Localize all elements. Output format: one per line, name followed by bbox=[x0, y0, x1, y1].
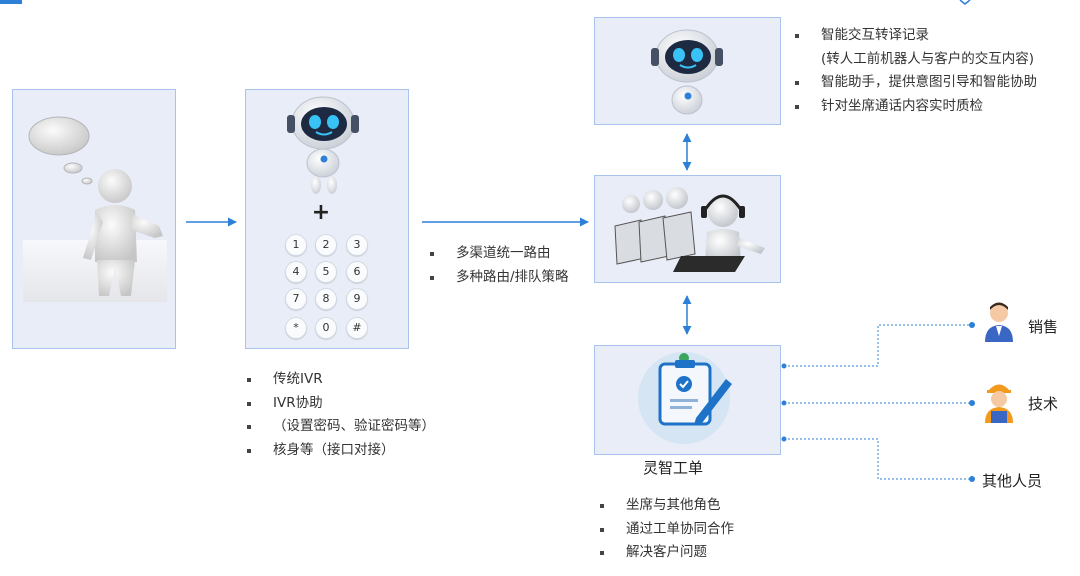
connector-dots bbox=[781, 322, 975, 482]
dial-key-2[interactable]: 2 bbox=[315, 234, 337, 256]
list-item: 传统IVR bbox=[247, 368, 435, 392]
list-item: 多种路由/排队策略 bbox=[430, 266, 569, 290]
list-item: 通过工单协同合作 bbox=[600, 518, 734, 542]
dial-key-1[interactable]: 1 bbox=[285, 234, 307, 256]
list-item: 智能交互转译记录 bbox=[795, 24, 1037, 48]
robot-head-icon bbox=[651, 29, 723, 115]
dial-key-9[interactable]: 9 bbox=[346, 288, 368, 310]
corner-mark bbox=[0, 0, 22, 4]
dial-key-6[interactable]: 6 bbox=[346, 261, 368, 283]
list-item: 坐席与其他角色 bbox=[600, 494, 734, 518]
dial-key-0[interactable]: 0 bbox=[315, 317, 337, 339]
ticket-feature-list: 坐席与其他角色 通过工单协同合作 解决客户问题 bbox=[600, 494, 734, 565]
ticket-box bbox=[594, 345, 781, 455]
agents-box bbox=[594, 175, 781, 283]
role-others: 其他人员 bbox=[982, 472, 1043, 490]
dial-key-star[interactable]: * bbox=[285, 317, 307, 339]
call-center-agents-illustration bbox=[614, 187, 765, 272]
dial-key-8[interactable]: 8 bbox=[315, 288, 337, 310]
routing-feature-list: 多渠道统一路由 多种路由/排队策略 bbox=[430, 242, 569, 289]
list-item: 核身等（接口对接） bbox=[247, 439, 435, 463]
customer-box bbox=[12, 89, 176, 349]
dial-key-3[interactable]: 3 bbox=[346, 234, 368, 256]
ai-assistant-box bbox=[594, 17, 781, 125]
dial-key-7[interactable]: 7 bbox=[285, 288, 307, 310]
dial-key-hash[interactable]: # bbox=[346, 317, 368, 339]
sales-person-icon bbox=[985, 302, 1013, 342]
list-item: IVR协助 bbox=[247, 392, 435, 416]
list-item-continuation: (转人工前机器人与客户的交互内容) bbox=[821, 50, 1035, 67]
role-sales: 销售 bbox=[1028, 318, 1059, 336]
list-item: 解决客户问题 bbox=[600, 541, 734, 565]
corner-chevron-icon bbox=[959, 0, 971, 5]
dial-key-5[interactable]: 5 bbox=[315, 261, 337, 283]
engineer-icon bbox=[985, 384, 1013, 423]
dial-key-4[interactable]: 4 bbox=[285, 261, 307, 283]
list-item: 针对坐席通话内容实时质检 bbox=[795, 95, 1037, 119]
robot-icon bbox=[287, 96, 359, 194]
list-item: 多渠道统一路由 bbox=[430, 242, 569, 266]
ai-feature-list: 智能交互转译记录 (转人工前机器人与客户的交互内容) 智能助手，提供意图引导和智… bbox=[795, 24, 1037, 118]
ivr-feature-list: 传统IVR IVR协助 （设置密码、验证密码等） 核身等（接口对接） bbox=[247, 368, 435, 462]
thinking-person-illustration bbox=[23, 116, 167, 302]
plus-sign: + bbox=[311, 200, 331, 225]
list-item: 智能助手，提供意图引导和智能协助 bbox=[795, 71, 1037, 95]
clipboard-check-icon bbox=[638, 352, 732, 444]
role-connectors bbox=[784, 324, 970, 480]
list-item: （设置密码、验证密码等） bbox=[247, 415, 435, 439]
ivr-box: + 1 2 3 4 5 6 7 8 9 * 0 # bbox=[245, 89, 409, 349]
role-tech: 技术 bbox=[1028, 395, 1059, 413]
ticket-title: 灵智工单 bbox=[643, 459, 704, 477]
